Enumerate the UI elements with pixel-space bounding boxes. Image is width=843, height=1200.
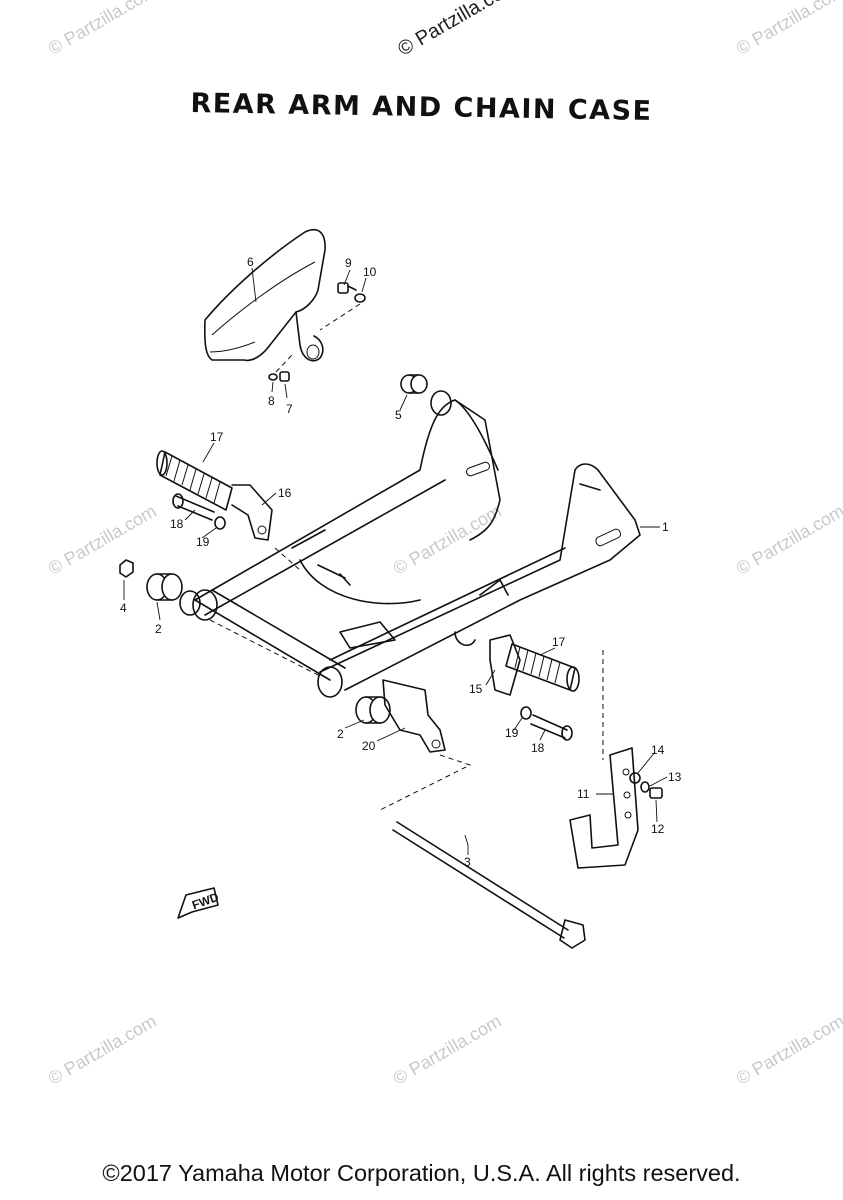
callout-16: 16: [278, 486, 292, 500]
washer-19-left[interactable]: [214, 516, 226, 530]
callout-6: 6: [247, 255, 254, 269]
bolt-12[interactable]: [649, 787, 663, 799]
callout-20: 20: [362, 739, 376, 753]
footrest-peg-17-left[interactable]: [156, 450, 233, 511]
callout-11: 11: [577, 787, 590, 801]
bushing-2-left[interactable]: [146, 573, 201, 616]
bolt-18-right[interactable]: [530, 714, 573, 741]
bushing-5[interactable]: [400, 374, 452, 416]
callout-15: 15: [469, 682, 483, 696]
callout-5: 5: [395, 408, 402, 422]
callout-10: 10: [363, 265, 377, 279]
nut-14[interactable]: [629, 772, 641, 784]
callout-1: 1: [662, 520, 669, 534]
washer-19-right[interactable]: [520, 706, 532, 720]
callout-17: 17: [552, 635, 566, 649]
callout-3: 3: [464, 855, 471, 869]
pivot-shaft-3[interactable]: [392, 821, 586, 949]
bolt-9[interactable]: [337, 282, 357, 294]
callout-18: 18: [531, 741, 545, 755]
leader-lines: [123, 267, 668, 855]
washer-10[interactable]: [354, 293, 366, 303]
callout-17: 17: [210, 430, 224, 444]
callout-2: 2: [337, 727, 344, 741]
callout-2: 2: [155, 622, 162, 636]
callout-9: 9: [345, 256, 352, 270]
callout-8: 8: [268, 394, 275, 408]
callout-4: 4: [120, 601, 127, 615]
chain-tensioner-20[interactable]: [382, 679, 446, 753]
callout-12: 12: [651, 822, 665, 836]
footrest-bracket-15[interactable]: [489, 634, 521, 696]
chain-case-guard[interactable]: [203, 228, 326, 362]
callout-14: 14: [651, 743, 665, 757]
bolt-18-left[interactable]: [172, 493, 215, 521]
footrest-peg-17-right[interactable]: [505, 643, 580, 692]
callout-19: 19: [196, 535, 210, 549]
bolt-7[interactable]: [279, 371, 290, 382]
nut-4[interactable]: [119, 559, 134, 578]
callout-7: 7: [286, 402, 293, 416]
forward-arrow-icon: [177, 887, 219, 919]
callout-19: 19: [505, 726, 519, 740]
callout-13: 13: [668, 770, 682, 784]
footrest-bracket-16[interactable]: [231, 484, 273, 541]
callout-18: 18: [170, 517, 184, 531]
bracket-11[interactable]: [569, 747, 639, 869]
copyright-notice: ©2017 Yamaha Motor Corporation, U.S.A. A…: [102, 1160, 741, 1186]
washer-13[interactable]: [640, 781, 650, 793]
rear-arm[interactable]: [192, 399, 641, 698]
washer-8[interactable]: [268, 373, 278, 381]
